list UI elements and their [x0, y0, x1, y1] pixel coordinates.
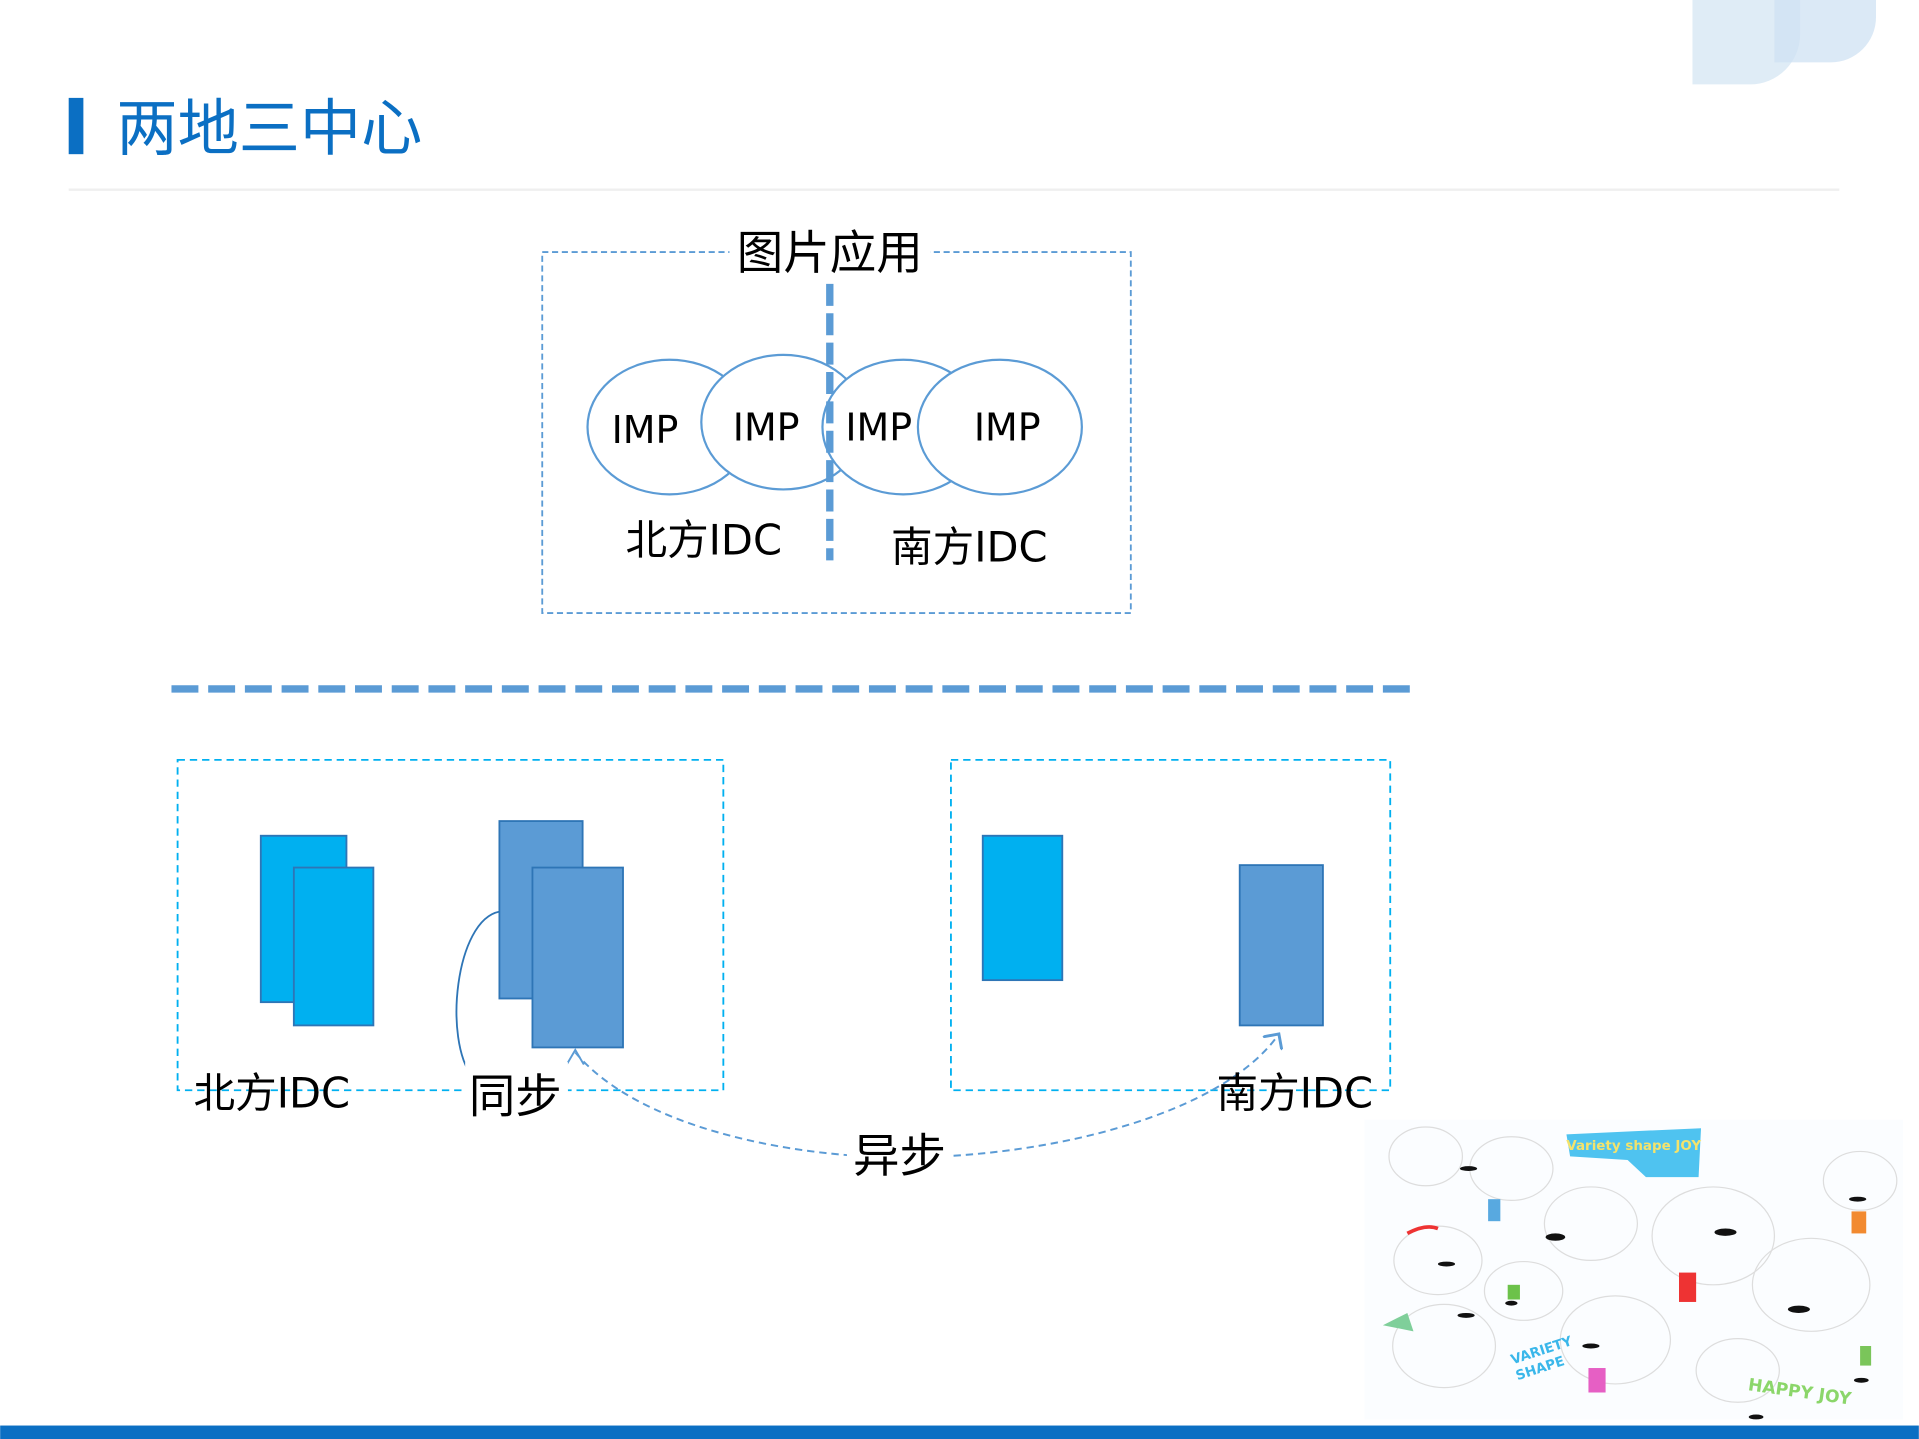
sync-label: 同步 [469, 1069, 562, 1123]
corner-decor-shape [1774, 0, 1877, 63]
title-accent-bar [68, 97, 84, 155]
imp-label: IMP [974, 406, 1041, 450]
footer-bar [0, 1425, 1919, 1439]
async-label: 异步 [853, 1129, 946, 1183]
cartoon-decor-image: Variety shape JOY VARIETY SHAPE HAPPY JO… [1364, 1119, 1903, 1420]
title-bg [729, 226, 931, 276]
decor-text: Variety shape JOY [1566, 1139, 1701, 1154]
sync-arrowhead [565, 1047, 585, 1066]
storage-block [1238, 864, 1324, 1027]
north-idc-label: 北方IDC [194, 1068, 351, 1117]
north-idc-label: 北方IDC [625, 515, 782, 564]
corner-decor-shape [1692, 0, 1801, 85]
storage-block [531, 866, 624, 1049]
north-idc-box [176, 758, 725, 1092]
label-bg [465, 1062, 568, 1116]
imp-label: IMP [612, 408, 679, 452]
storage-block [292, 866, 375, 1027]
south-idc-label: 南方IDC [891, 523, 1048, 572]
imp-label: IMP [733, 406, 800, 450]
south-idc-box [950, 758, 1392, 1092]
imp-label: IMP [845, 406, 912, 450]
storage-block [981, 834, 1064, 982]
page-title: 两地三中心 [116, 93, 422, 164]
imp-node [916, 358, 1083, 496]
label-bg [846, 1128, 953, 1183]
app-group-title: 图片应用 [737, 226, 923, 280]
south-idc-label: 南方IDC [1217, 1068, 1374, 1117]
sync-arc [455, 910, 500, 1078]
